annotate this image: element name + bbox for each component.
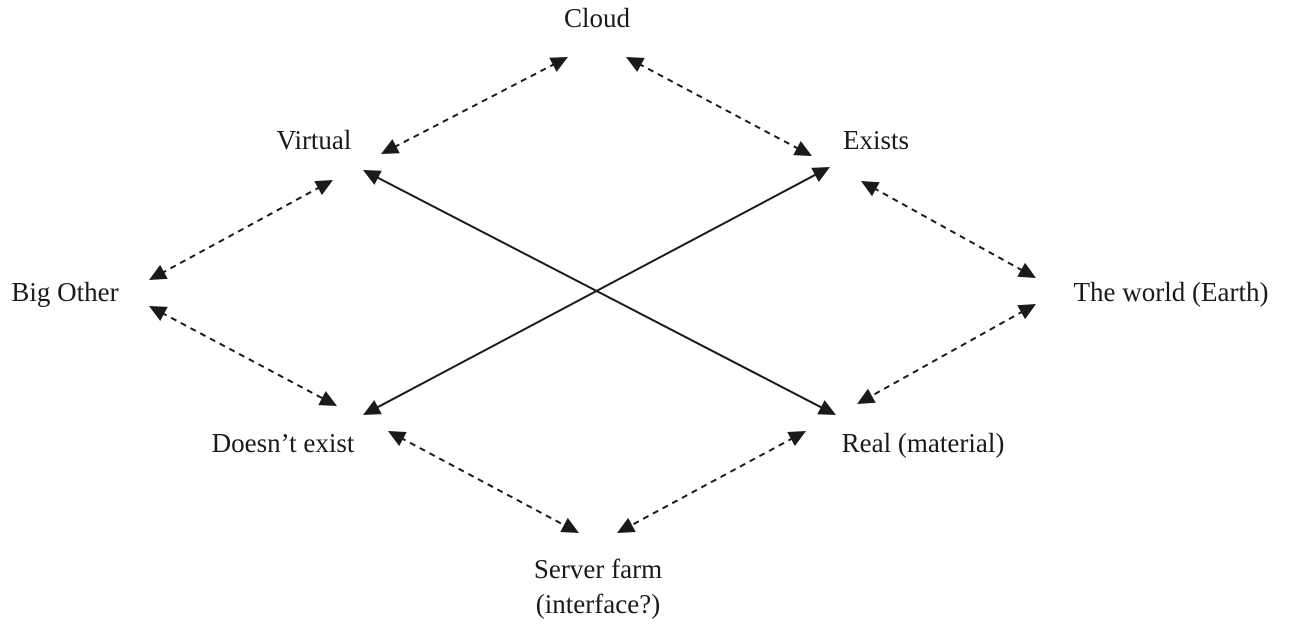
edge-real-to-server-farm [617,431,806,533]
node-label-line: Doesn’t exist [212,428,355,458]
edge-cloud-to-exists [626,57,812,156]
dashed-connector-line [628,436,795,528]
edge-big-other-to-doesnt-exist [149,306,337,406]
solid-connector-line [374,172,819,410]
node-label-server-farm: Server farm (interface?) [534,554,662,619]
arrowhead-virtual [381,139,400,154]
dashed-connector-line [160,311,326,401]
arrowhead-the-world [1017,262,1036,278]
dashed-connector-line [868,309,1025,399]
node-label-cloud: Cloud [564,3,631,33]
arrowhead-virtual [314,180,333,196]
edge-the-world-to-real [857,304,1036,404]
edge-virtual-to-real [363,170,836,415]
arrowhead-exists [811,167,830,183]
edge-virtual-to-big-other [149,180,333,280]
dashed-connector-line [637,62,801,151]
arrowhead-real [857,388,876,404]
arrowhead-cloud [626,57,645,73]
edge-exists-to-the-world [861,181,1036,278]
node-label-line: The world (Earth) [1074,277,1269,307]
arrowhead-doesnt-exist [388,431,407,447]
arrowhead-doesnt-exist [318,390,337,406]
arrowhead-real [787,431,806,447]
arrowhead-exists [793,140,812,156]
node-label-doesnt-exist: Doesn’t exist [212,428,355,458]
node-label-real: Real (material) [842,428,1005,458]
dashed-connector-line [872,186,1025,273]
edges-layer [149,57,1036,533]
arrowhead-the-world [1017,304,1036,320]
dashed-connector-line [160,185,322,275]
node-label-line: Big Other [11,277,118,307]
edge-doesnt-exist-to-server-farm [388,431,579,533]
arrowhead-virtual [363,170,382,185]
arrowhead-doesnt-exist [363,399,382,415]
solid-connector-line [374,175,825,410]
dashed-connector-line [399,436,568,528]
arrowhead-server-farm [617,517,636,533]
arrowhead-real [817,400,836,415]
node-label-line: (interface?) [536,589,660,619]
node-label-line: Virtual [277,125,352,155]
node-label-line: Exists [843,125,909,155]
node-label-line: Server farm [534,554,662,584]
node-label-line: Cloud [564,3,631,33]
node-label-exists: Exists [843,125,909,155]
arrowhead-cloud [549,57,568,72]
arrowhead-big-other [149,306,168,322]
node-label-big-other: Big Other [11,277,118,307]
node-label-virtual: Virtual [277,125,352,155]
edge-cloud-to-virtual [381,57,568,154]
arrowhead-server-farm [560,517,579,533]
edge-exists-to-doesnt-exist [363,167,830,415]
arrowhead-big-other [149,264,168,280]
node-label-line: Real (material) [842,428,1005,458]
arrowhead-exists [861,181,880,197]
dashed-connector-line [392,62,557,149]
node-label-the-world: The world (Earth) [1074,277,1269,307]
